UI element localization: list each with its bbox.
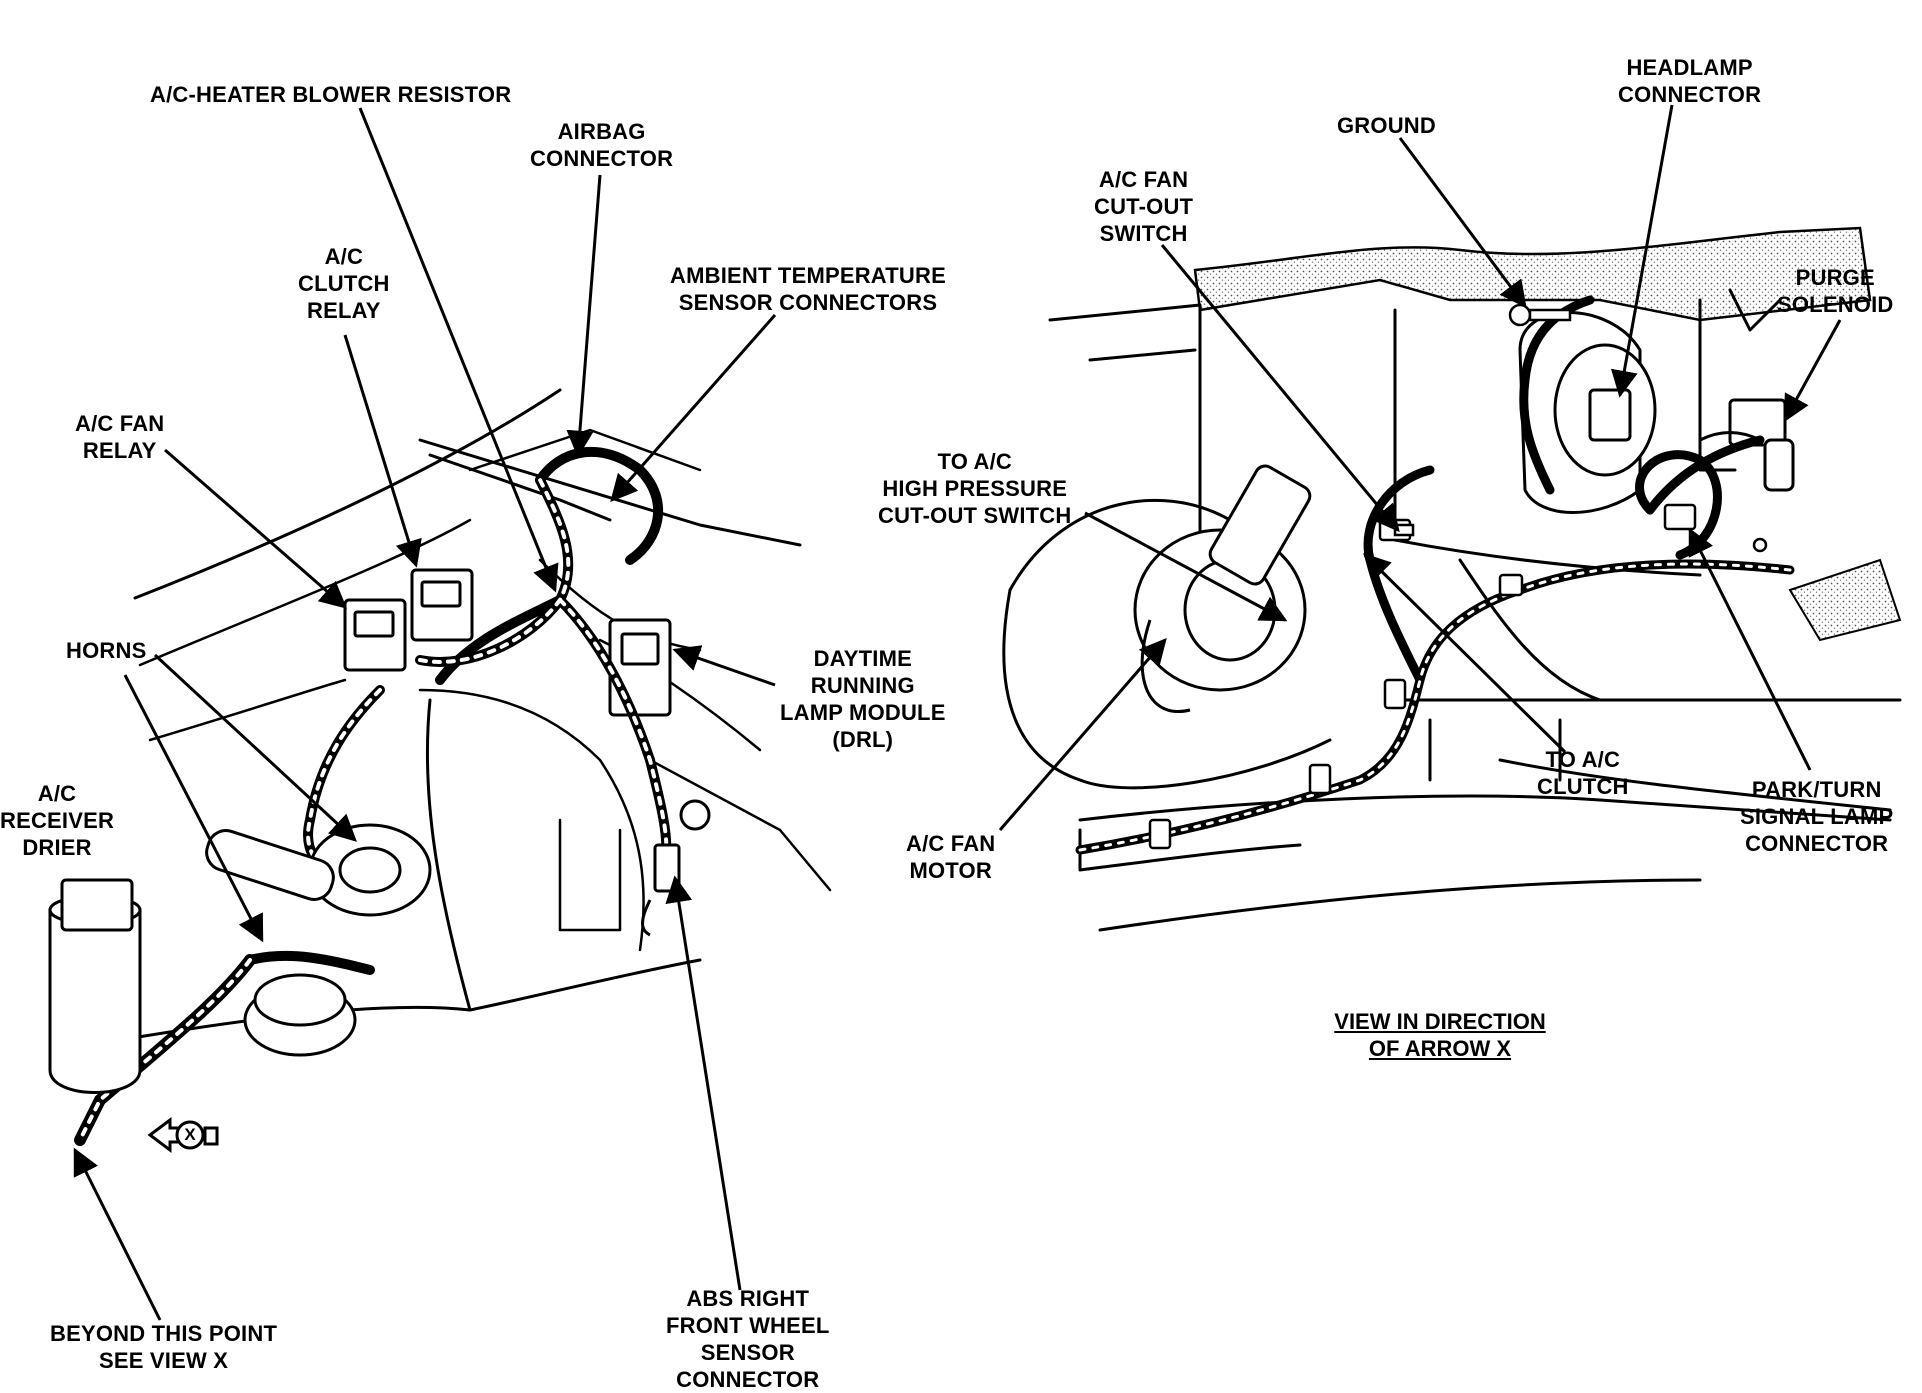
label-line: CLUTCH (298, 271, 390, 296)
label-horns: HORNS (66, 637, 146, 664)
label-line: RUNNING (810, 673, 915, 698)
clamps-connectors (1148, 303, 1768, 850)
label-line: SEE VIEW X (98, 1348, 229, 1373)
label-line: CONNECTOR (1745, 831, 1889, 856)
label-line: A/C-HEATER BLOWER RESISTOR (150, 82, 512, 107)
label-line: FRONT WHEEL (666, 1313, 830, 1338)
label-line: DAYTIME (813, 646, 912, 671)
label-purge-solenoid: PURGE SOLENOID (1777, 264, 1894, 318)
label-line: A/C (324, 244, 364, 269)
label-blower-resistor: A/C-HEATER BLOWER RESISTOR (150, 81, 511, 108)
label-line: SWITCH (1099, 221, 1188, 246)
label-line: HIGH PRESSURE (882, 476, 1068, 501)
label-line: DRIER (22, 835, 92, 860)
fan-motor (1133, 464, 1312, 713)
label-ground: GROUND (1337, 112, 1436, 139)
label-line: BEYOND THIS POINT (50, 1321, 278, 1346)
label-line: CONNECTOR (676, 1367, 820, 1392)
right-view-stippled-surfaces (1193, 226, 1902, 642)
label-line: SIGNAL LAMP (1740, 804, 1894, 829)
label-line: CUT-OUT (1094, 194, 1194, 219)
label-line: RELAY (82, 438, 157, 463)
receiver-drier (48, 878, 142, 1094)
label-high-pressure-switch: TO A/C HIGH PRESSURE CUT-OUT SWITCH (878, 448, 1071, 529)
caption-line: VIEW IN DIRECTION (1334, 1009, 1546, 1034)
abs-connector (641, 799, 711, 937)
label-drl-module: DAYTIME RUNNING LAMP MODULE (DRL) (780, 645, 946, 753)
label-line: GROUND (1337, 113, 1436, 138)
label-ambient-sensor: AMBIENT TEMPERATURE SENSOR CONNECTORS (670, 262, 946, 316)
label-line: HORNS (66, 638, 147, 663)
label-line: RELAY (307, 298, 381, 323)
label-line: SENSOR CONNECTORS (678, 290, 938, 315)
label-line: CLUTCH (1537, 774, 1629, 799)
label-fan-relay: A/C FAN RELAY (75, 410, 164, 464)
arrow-x-marker (147, 1117, 219, 1153)
label-line: LAMP MODULE (780, 700, 946, 725)
label-fan-motor: A/C FAN MOTOR (906, 830, 995, 884)
label-abs-sensor: ABS RIGHT FRONT WHEEL SENSOR CONNECTOR (666, 1285, 830, 1393)
label-line: SOLENOID (1777, 292, 1894, 317)
label-line: CONNECTOR (1618, 82, 1762, 107)
label-ac-clutch: TO A/C CLUTCH (1537, 746, 1629, 800)
view-caption: VIEW IN DIRECTION OF ARROW X (1310, 1008, 1570, 1062)
wire-harness-left (74, 446, 672, 1146)
label-receiver-drier: A/C RECEIVER DRIER (0, 780, 114, 861)
label-line: (DRL) (832, 727, 894, 752)
label-line: HEADLAMP (1626, 55, 1753, 80)
arrow-x-letter: X (184, 1125, 196, 1144)
leader-lines (73, 104, 1842, 1321)
horns (205, 823, 432, 1057)
label-line: PURGE (1795, 265, 1875, 290)
label-line: CONNECTOR (530, 146, 674, 171)
label-headlamp-connector: HEADLAMP CONNECTOR (1618, 54, 1761, 108)
label-line: TO A/C (937, 449, 1012, 474)
label-park-turn-connector: PARK/TURN SIGNAL LAMP CONNECTOR (1740, 776, 1893, 857)
label-line: PARK/TURN (1751, 777, 1882, 802)
label-fan-cutout-switch: A/C FAN CUT-OUT SWITCH (1094, 166, 1193, 247)
label-line: ABS RIGHT (686, 1286, 810, 1311)
label-line: RECEIVER (0, 808, 115, 833)
label-line: MOTOR (909, 858, 992, 883)
label-beyond-point: BEYOND THIS POINT SEE VIEW X (50, 1320, 277, 1374)
label-line: A/C FAN (906, 831, 996, 856)
label-line: AMBIENT TEMPERATURE (670, 263, 946, 288)
label-line: SENSOR (700, 1340, 795, 1365)
caption-line: OF ARROW X (1368, 1036, 1512, 1061)
label-airbag-connector: AIRBAG CONNECTOR (530, 118, 673, 172)
label-line: A/C FAN (75, 411, 165, 436)
left-view-engine-compartment (118, 388, 832, 1042)
label-line: A/C (37, 781, 77, 806)
label-line: CUT-OUT SWITCH (878, 503, 1072, 528)
label-line: TO A/C (1545, 747, 1621, 772)
label-clutch-relay: A/C CLUTCH RELAY (298, 243, 390, 324)
label-line: AIRBAG (557, 119, 646, 144)
label-line: A/C FAN (1098, 167, 1189, 192)
